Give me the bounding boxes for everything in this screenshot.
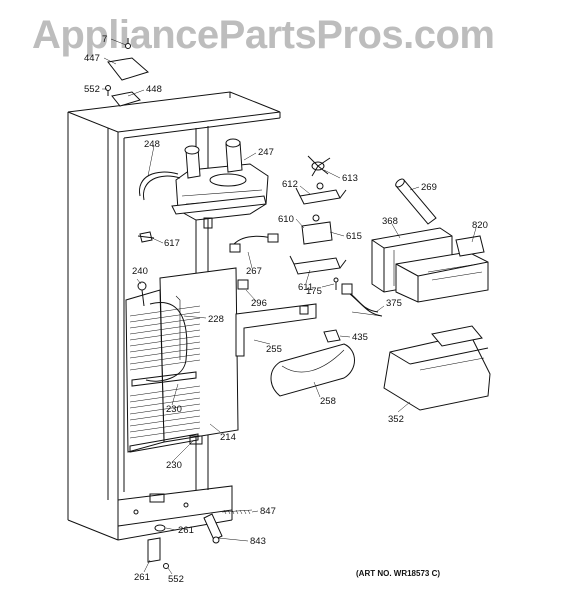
callout-610: 610 [278,214,294,225]
callout-352: 352 [388,414,404,425]
callout-447: 447 [84,53,100,64]
callout-214: 214 [220,432,236,443]
callout-612: 612 [282,179,298,190]
callout-552-top: 552 [84,84,100,95]
bracket-255 [235,303,317,357]
harness-375 [341,283,383,317]
callout-368: 368 [382,216,398,227]
callout-261-lower: 261 [134,572,150,583]
part-296 [237,279,249,290]
callout-labels: 7 447 552 448 248 247 617 240 267 296 22… [84,34,488,585]
callout-230-upper: 230 [166,404,182,415]
fan-blade-613 [307,155,331,177]
callout-375: 375 [386,298,402,309]
callout-267: 267 [246,266,262,277]
callout-552-bottom: 552 [168,574,184,585]
callout-448: 448 [146,84,162,95]
fill-cup-269 [395,178,437,225]
fill-tube-248 [139,171,181,201]
callout-261-upper: 261 [178,525,194,536]
evaporator-cover-214 [125,267,239,453]
callout-7: 7 [102,34,107,45]
callout-258: 258 [320,396,336,407]
callout-613: 613 [342,173,358,184]
callout-847: 847 [260,506,276,517]
art-number: (ART NO. WR18573 C) [356,569,440,578]
part-843 [203,513,223,544]
callout-435: 435 [352,332,368,343]
sensor-240 [137,281,147,307]
callout-230-lower: 230 [166,460,182,471]
hinge-261 [147,524,169,569]
part-435 [323,329,341,343]
part-847 [221,509,253,515]
callout-228: 228 [208,314,224,325]
bracket-612 [295,182,347,205]
callout-617: 617 [164,238,180,249]
evaporator-fins [129,305,201,439]
callout-248: 248 [144,139,160,150]
shroud-258 [270,343,355,397]
leader-lines [102,38,477,575]
auger-motor-247 [171,138,269,229]
bracket-611 [289,255,347,275]
callout-255: 255 [266,344,282,355]
callout-611: 611 [298,282,313,293]
screw-175 [333,277,339,290]
callout-269: 269 [421,182,437,193]
ice-maker-mold-820 [395,235,489,303]
ice-bucket-352 [383,325,491,411]
wire-harness-267 [229,233,279,253]
callout-175: 175 [306,286,322,297]
callout-615: 615 [346,231,362,242]
part-617 [137,231,155,243]
hinge-448 [105,85,141,107]
callout-296: 296 [251,298,267,309]
callout-843: 843 [250,536,266,547]
watermark-text: AppliancePartsPros.com [32,13,495,57]
callout-820: 820 [472,220,488,231]
callout-247: 247 [258,147,274,158]
callout-240: 240 [132,266,148,277]
hinge-cover-447 [107,38,150,81]
fan-motor-610 [301,214,333,245]
